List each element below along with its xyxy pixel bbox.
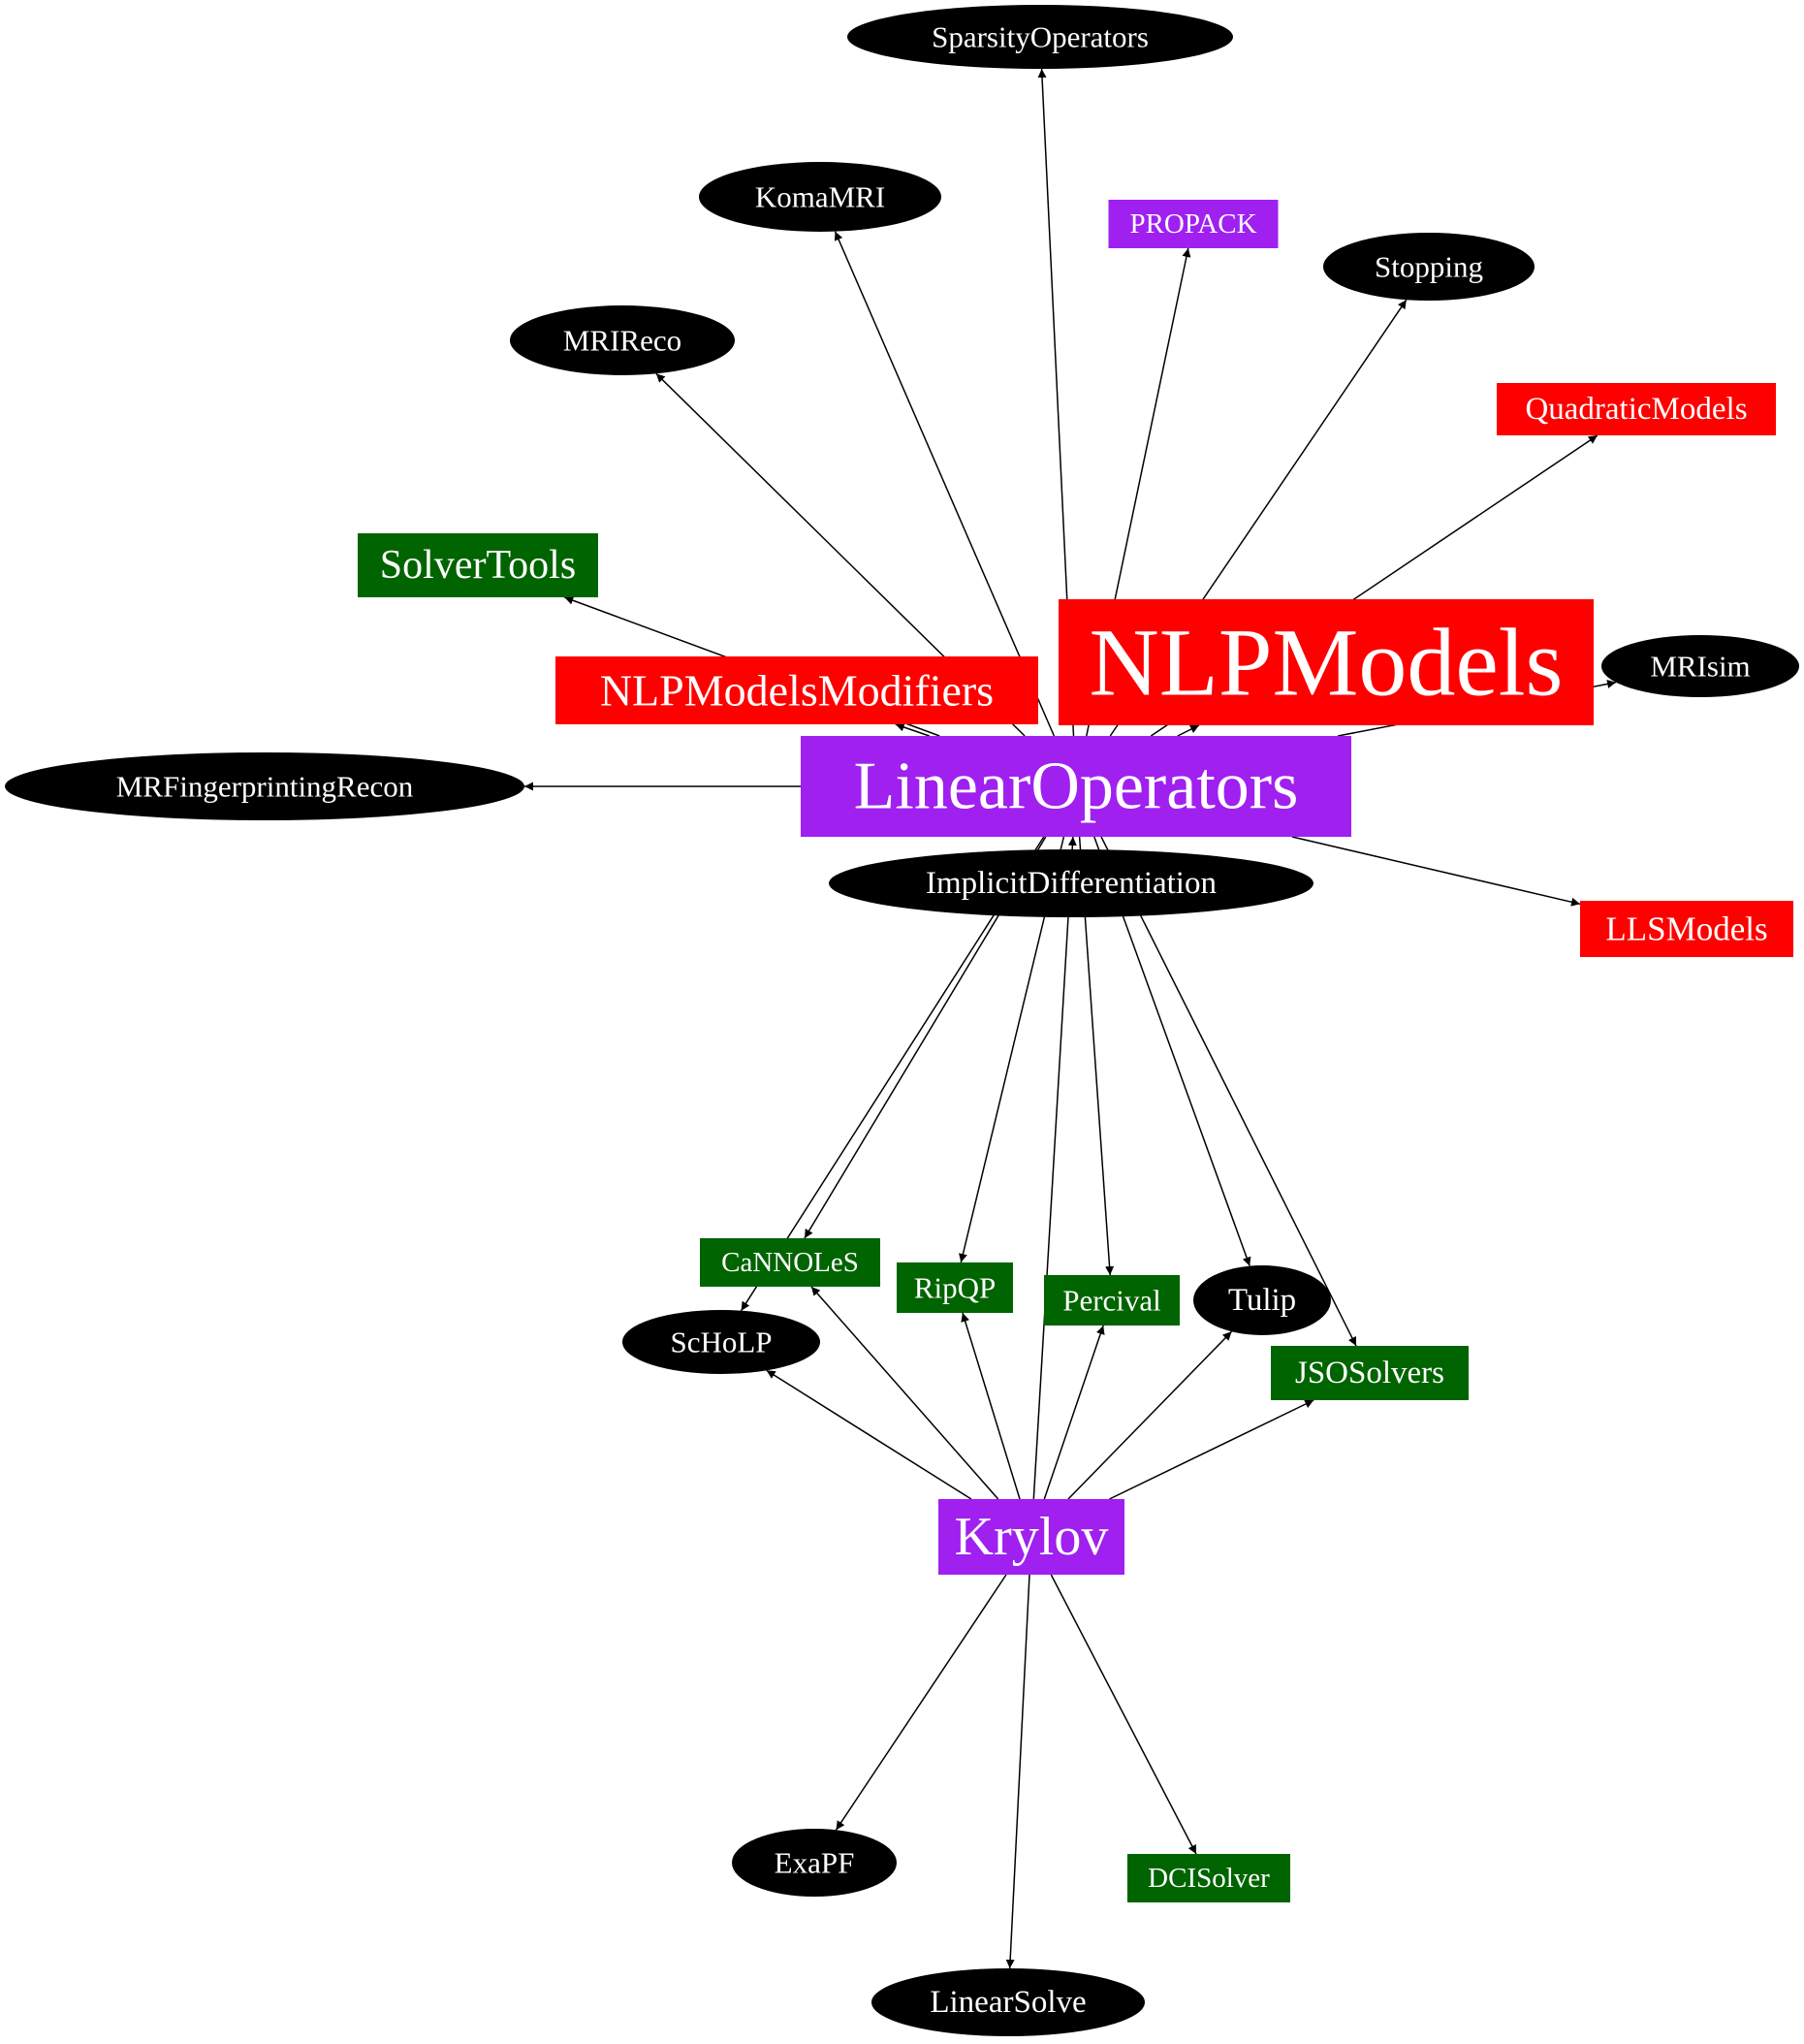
node-shape-box: [1044, 1275, 1180, 1325]
node-quadraticmodels: QuadraticModels: [1497, 383, 1776, 435]
node-shape-box: [897, 1262, 1013, 1313]
node-shape-box: [1497, 383, 1776, 435]
node-implicitdifferentiation: ImplicitDifferentiation: [829, 849, 1313, 917]
node-nlpmodelsmodifiers: NLPModelsModifiers: [555, 656, 1038, 724]
node-shape-ellipse: [829, 849, 1313, 917]
node-percival: Percival: [1044, 1275, 1180, 1325]
node-label: MRIsim: [1650, 650, 1750, 684]
node-ripqp: RipQP: [897, 1262, 1013, 1313]
node-komamri: KomaMRI: [699, 162, 941, 232]
node-label: Stopping: [1375, 250, 1483, 284]
node-propack: PROPACK: [1108, 200, 1279, 248]
node-label: LLSModels: [1605, 910, 1767, 948]
node-tulip: Tulip: [1193, 1265, 1331, 1335]
node-nlpmodels: NLPModels: [1059, 599, 1594, 725]
edge-krylov-to-ripqp: [961, 1312, 1021, 1500]
edge-krylov-to-dcisolver: [1050, 1574, 1197, 1855]
node-label: NLPModelsModifiers: [600, 666, 994, 716]
node-mrireco: MRIReco: [510, 305, 735, 375]
node-label: RipQP: [914, 1271, 996, 1305]
node-shape-box: [358, 533, 598, 597]
edge-krylov-to-jsosolvers: [1109, 1399, 1314, 1500]
node-label: KomaMRI: [755, 180, 885, 214]
node-label: ImplicitDifferentiation: [926, 866, 1217, 901]
node-label: MRIReco: [563, 324, 681, 358]
edge-linearoperators-to-scholp: [740, 836, 1045, 1312]
node-label: CaNNOLeS: [721, 1247, 859, 1278]
node-shape-ellipse: [871, 1968, 1145, 2036]
edge-linearoperators-to-llsmodels: [1291, 836, 1581, 907]
node-label: JSOSolvers: [1295, 1356, 1444, 1390]
node-shape-box: [938, 1499, 1124, 1575]
node-shape-ellipse: [622, 1310, 820, 1374]
edge-krylov-to-percival: [1043, 1325, 1105, 1500]
node-linearoperators: LinearOperators: [801, 736, 1351, 837]
node-shape-ellipse: [1601, 635, 1799, 697]
node-shape-box: [555, 656, 1038, 724]
edge-krylov-to-linearoperators: [1032, 836, 1077, 1500]
node-stopping: Stopping: [1323, 233, 1535, 301]
node-solvertools: SolverTools: [358, 533, 598, 597]
node-label: Tulip: [1228, 1283, 1296, 1318]
node-label: SparsityOperators: [932, 20, 1149, 54]
edge-krylov-to-cannoles: [810, 1286, 999, 1500]
node-label: ScHoLP: [670, 1325, 772, 1359]
edge-linearoperators-to-nlpmodels: [1177, 724, 1200, 737]
edge-linearoperators-to-nlpmodelsmodifiers: [895, 722, 930, 737]
node-label: DCISolver: [1148, 1863, 1270, 1894]
node-shape-box: [1108, 200, 1279, 248]
edge-krylov-to-exapf: [835, 1574, 1007, 1831]
node-label: PROPACK: [1129, 208, 1256, 240]
node-linearsolve: LinearSolve: [871, 1968, 1145, 2036]
node-label: LinearOperators: [854, 750, 1299, 824]
edge-linearoperators-to-komamri: [834, 231, 1056, 737]
node-shape-ellipse: [5, 752, 524, 820]
edge-krylov-to-tulip: [1067, 1330, 1233, 1500]
node-label: NLPModels: [1090, 609, 1564, 717]
node-label: QuadraticModels: [1525, 392, 1747, 427]
node-label: Percival: [1062, 1284, 1161, 1318]
node-shape-box: [1059, 599, 1594, 725]
node-mrfingerprintingrecon: MRFingerprintingRecon: [5, 752, 524, 820]
node-jsosolvers: JSOSolvers: [1271, 1346, 1469, 1400]
node-shape-ellipse: [1193, 1265, 1331, 1335]
node-sparsityoperators: SparsityOperators: [847, 5, 1233, 69]
edge-krylov-to-linearsolve: [1005, 1574, 1030, 1969]
node-shape-ellipse: [847, 5, 1233, 69]
node-shape-box: [1580, 901, 1793, 957]
node-cannoles: CaNNOLeS: [700, 1238, 880, 1287]
node-llsmodels: LLSModels: [1580, 901, 1793, 957]
node-mrisim: MRIsim: [1601, 635, 1799, 697]
node-shape-ellipse: [699, 162, 941, 232]
node-shape-ellipse: [732, 1829, 897, 1897]
node-shape-box: [1271, 1346, 1469, 1400]
node-label: SolverTools: [380, 543, 576, 588]
node-label: Krylov: [955, 1507, 1109, 1567]
node-shape-box: [801, 736, 1351, 837]
node-label: ExaPF: [775, 1846, 855, 1880]
node-dcisolver: DCISolver: [1127, 1854, 1290, 1902]
node-label: MRFingerprintingRecon: [116, 770, 414, 804]
node-label: LinearSolve: [930, 1985, 1086, 2020]
node-shape-box: [1127, 1854, 1290, 1902]
node-exapf: ExaPF: [732, 1829, 897, 1897]
edge-linearoperators-to-jsosolvers: [1100, 836, 1357, 1347]
node-shape-ellipse: [510, 305, 735, 375]
node-krylov: Krylov: [938, 1499, 1124, 1575]
node-shape-box: [700, 1238, 880, 1287]
node-scholp: ScHoLP: [622, 1310, 820, 1374]
node-shape-ellipse: [1323, 233, 1535, 301]
edge-krylov-to-scholp: [766, 1369, 972, 1500]
